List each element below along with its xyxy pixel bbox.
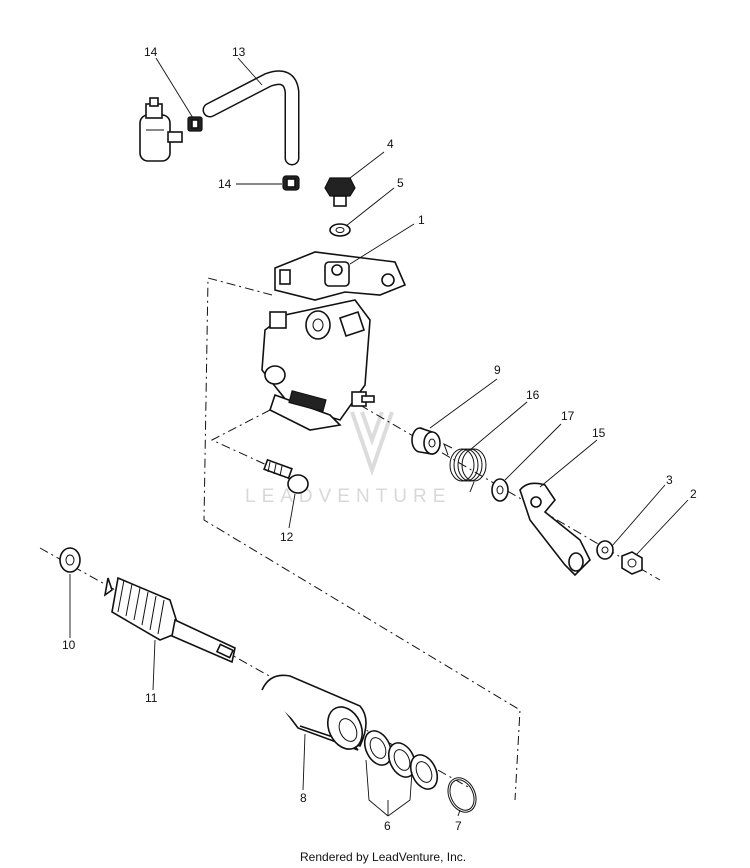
spring-16[interactable] bbox=[443, 442, 487, 493]
callout-6: 6 bbox=[384, 819, 391, 833]
washer-3[interactable] bbox=[596, 540, 614, 560]
callout-13: 13 bbox=[232, 45, 246, 59]
washer-17[interactable] bbox=[491, 478, 509, 502]
callout-3: 3 bbox=[666, 473, 673, 487]
bushing-8[interactable] bbox=[261, 674, 369, 754]
leader-lines bbox=[69, 57, 689, 817]
washer-10[interactable] bbox=[59, 547, 81, 573]
oil-fitting[interactable] bbox=[139, 97, 183, 162]
washer-5[interactable] bbox=[329, 223, 351, 237]
watermark: LEADVENTURE bbox=[245, 411, 451, 507]
callout-14-lower: 14 bbox=[218, 177, 232, 191]
mount-line bbox=[210, 409, 283, 473]
clamp-14-lower[interactable] bbox=[282, 175, 300, 191]
collar-9[interactable] bbox=[411, 427, 441, 455]
oring-7[interactable] bbox=[444, 775, 480, 816]
oil-pump-body-1[interactable] bbox=[261, 251, 407, 431]
callout-7: 7 bbox=[455, 819, 462, 833]
footer-credit: Rendered by LeadVenture, Inc. bbox=[300, 850, 467, 864]
callout-10: 10 bbox=[62, 638, 76, 652]
callout-16: 16 bbox=[526, 388, 540, 402]
bolt-12[interactable] bbox=[263, 458, 309, 494]
callout-14-top: 14 bbox=[144, 45, 158, 59]
callout-labels: 14 13 14 4 5 1 9 16 17 15 3 2 12 10 11 8… bbox=[62, 45, 697, 833]
callout-1: 1 bbox=[418, 213, 425, 227]
lever-15[interactable] bbox=[519, 482, 591, 577]
clamp-14-upper[interactable] bbox=[187, 116, 203, 132]
callout-11: 11 bbox=[145, 691, 158, 705]
callout-8: 8 bbox=[300, 791, 307, 805]
callout-4: 4 bbox=[387, 137, 394, 151]
bolt-4[interactable] bbox=[324, 177, 356, 207]
watermark-text: LEADVENTURE bbox=[245, 486, 451, 507]
callout-9: 9 bbox=[494, 363, 501, 377]
drive-shaft-11[interactable] bbox=[103, 576, 236, 664]
callout-15: 15 bbox=[592, 426, 606, 440]
hose-13[interactable] bbox=[202, 70, 300, 166]
callout-17: 17 bbox=[561, 409, 575, 423]
callout-5: 5 bbox=[397, 176, 404, 190]
callout-12: 12 bbox=[280, 530, 294, 544]
nut-2[interactable] bbox=[621, 551, 643, 575]
callout-2: 2 bbox=[690, 487, 697, 501]
shims-6[interactable] bbox=[360, 727, 443, 794]
assembly-outline bbox=[203, 277, 521, 801]
